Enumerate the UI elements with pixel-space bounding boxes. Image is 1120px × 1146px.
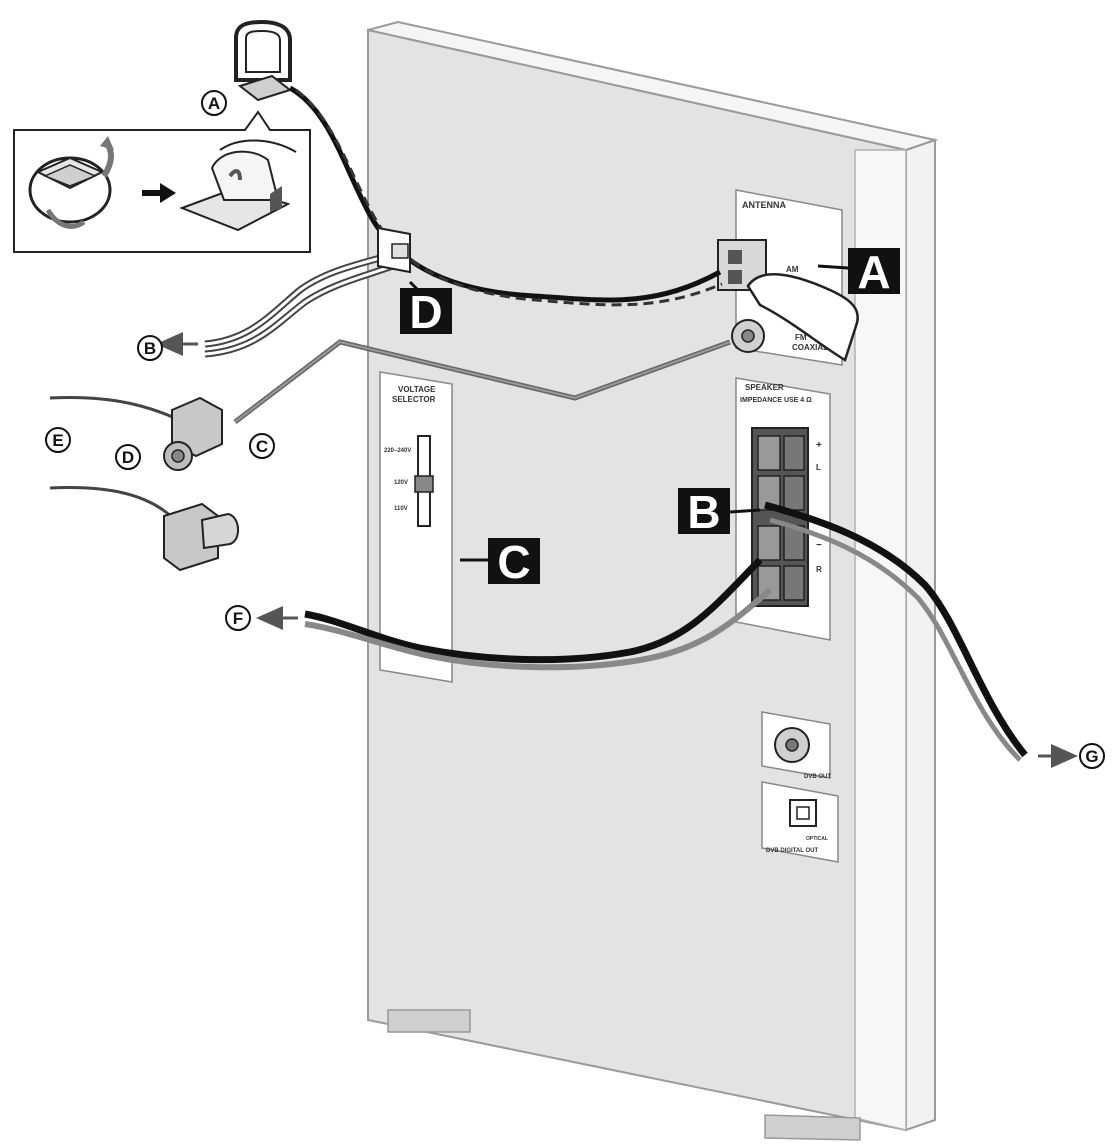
am-label: AM: [786, 265, 799, 274]
callout-c: C: [488, 536, 540, 588]
speaker-l-label: L: [816, 463, 821, 472]
unit-front-edge: [854, 149, 907, 1131]
svg-text:C: C: [497, 536, 530, 588]
svg-text:G: G: [1085, 747, 1098, 766]
voltage-110-label: 110V: [394, 506, 408, 512]
dvb-out-panel: DVB OUT: [761, 711, 831, 780]
voltage-label-1: VOLTAGE: [398, 385, 436, 394]
svg-text:E: E: [52, 431, 63, 450]
voltage-120-label: 120V: [394, 480, 408, 486]
speaker-impedance-label: IMPEDANCE USE 4 Ω: [740, 397, 812, 404]
dvb-out-label: DVB OUT: [804, 774, 831, 780]
fm-coaxial-plug: [163, 396, 223, 471]
svg-text:C: C: [256, 437, 268, 456]
cable-to-b: [204, 246, 410, 358]
svg-text:B: B: [144, 339, 156, 358]
speaker-l-plus-label: +: [816, 440, 822, 451]
circled-b: B: [137, 335, 163, 361]
circled-f: F: [225, 605, 251, 631]
voltage-220-label: 220–240V: [384, 448, 411, 454]
coaxial-label: COAXIAL: [792, 343, 828, 352]
fm-adapter-plug: [163, 502, 239, 572]
circled-c: C: [249, 433, 275, 459]
circled-a: A: [201, 90, 227, 116]
svg-text:B: B: [687, 486, 720, 538]
circled-e: E: [45, 427, 71, 453]
antenna-inset: [13, 110, 311, 253]
am-antenna-cable: [288, 85, 723, 307]
speaker-r-minus-label: −: [816, 540, 822, 551]
speaker-label: SPEAKER: [745, 383, 784, 392]
unit-foot-right: [764, 1114, 861, 1141]
speaker-r-label: R: [816, 565, 822, 574]
circled-g: G: [1079, 743, 1105, 769]
voltage-selector-switch[interactable]: [414, 475, 434, 493]
callout-b: B: [678, 486, 730, 538]
svg-text:F: F: [233, 609, 243, 628]
circled-d: D: [115, 444, 141, 470]
svg-text:A: A: [208, 94, 220, 113]
fm-antenna-cable: [233, 339, 731, 424]
callout-a: A: [848, 246, 900, 298]
d-connector: [377, 226, 411, 274]
speaker-cable-f: [304, 557, 772, 671]
svg-text:D: D: [122, 448, 134, 467]
hand-pressing-lever: [746, 273, 859, 362]
voltage-selector-panel: VOLTAGE SELECTOR 220–240V 120V 110V: [379, 371, 453, 683]
fm-label: FM: [795, 333, 807, 342]
unit-right-side: [905, 138, 936, 1132]
voltage-label-2: SELECTOR: [392, 395, 436, 404]
unit-foot-left: [387, 1009, 471, 1033]
am-loop-antenna: [234, 19, 293, 102]
digital-out-panel: OPTICAL DVB DIGITAL OUT: [761, 781, 839, 863]
speaker-cable-g: [764, 501, 1028, 762]
svg-text:D: D: [409, 286, 442, 338]
svg-text:A: A: [857, 246, 890, 298]
callout-d: D: [400, 286, 452, 338]
digital-out-label: DVB DIGITAL OUT: [766, 848, 818, 854]
optical-label: OPTICAL: [806, 836, 828, 842]
antenna-label: ANTENNA: [742, 200, 786, 210]
antenna-panel: ANTENNA AM FM COAXIAL: [717, 189, 859, 366]
unit-body: [367, 20, 939, 1141]
unit-top-edge: [367, 20, 939, 152]
